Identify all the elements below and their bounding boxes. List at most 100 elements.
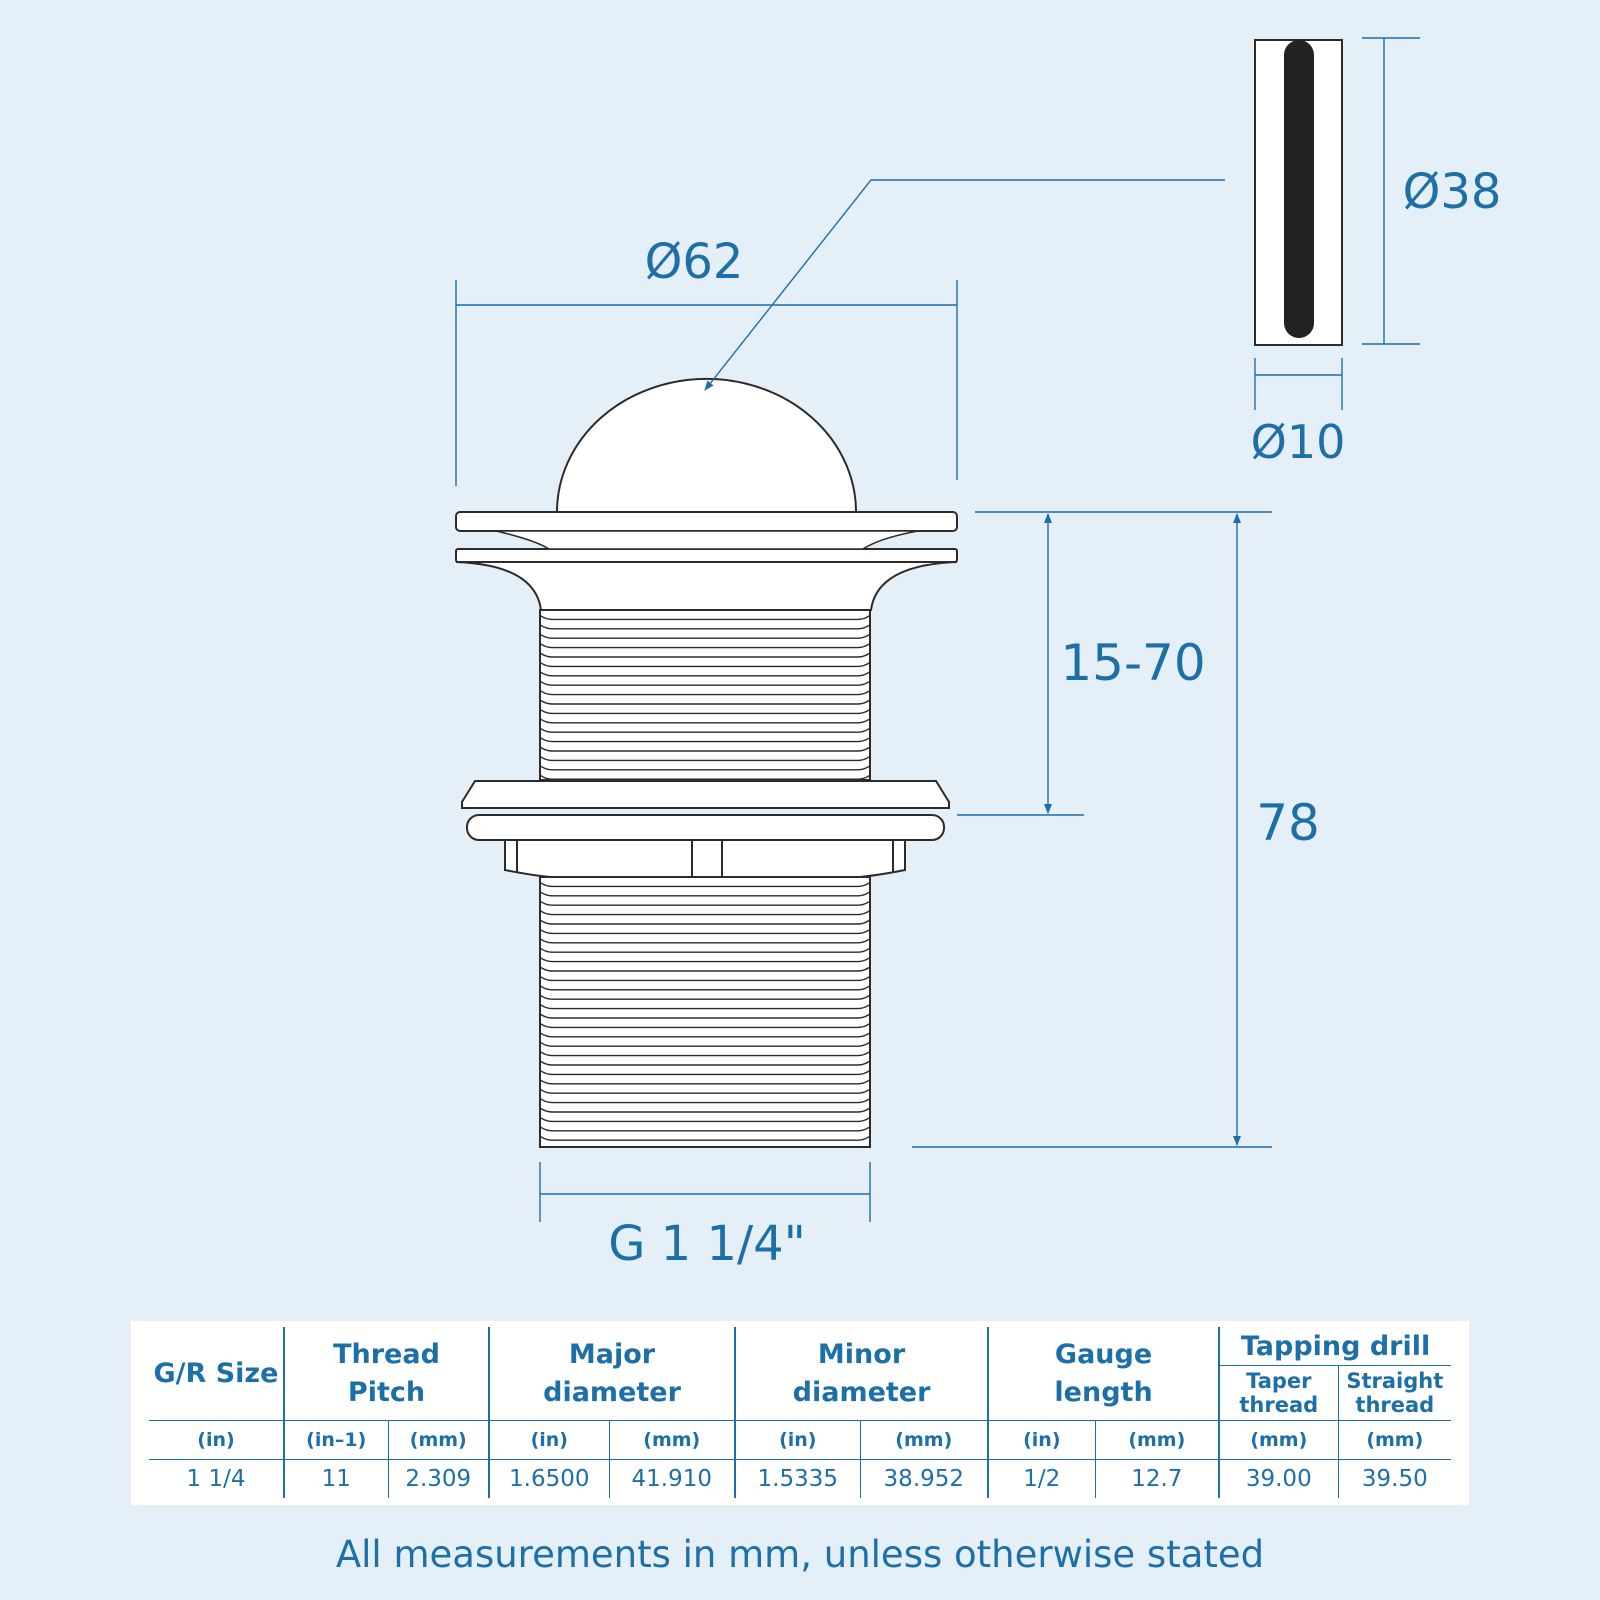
thread-ridge	[539, 661, 871, 668]
value-cell: 11	[284, 1459, 389, 1498]
header-tapping-drill: Tapping drill	[1219, 1327, 1452, 1366]
unit-cell: (mm)	[1219, 1420, 1339, 1460]
thread-ridge	[539, 690, 871, 696]
thread-ridge	[539, 975, 871, 982]
thread-ridge	[539, 1088, 871, 1094]
flange-neck	[495, 530, 919, 550]
thread-ridge	[539, 1060, 871, 1066]
thread-ridge	[539, 994, 871, 1000]
rubber-seal	[1284, 40, 1314, 338]
value-cell: 39.00	[1219, 1459, 1339, 1498]
thread-ridge	[539, 680, 871, 686]
thread-ridge	[539, 643, 871, 649]
value-cell: 2.309	[388, 1459, 491, 1498]
thread-ridge	[539, 708, 871, 715]
thread-ridge	[539, 1022, 871, 1029]
unit-cell: (mm)	[1338, 1420, 1452, 1460]
thread-ridge	[539, 891, 871, 897]
thread-ridge	[539, 774, 871, 780]
flange-lower-plate	[455, 548, 958, 563]
thread-ridge	[539, 919, 871, 925]
unit-cell: (mm)	[1095, 1420, 1221, 1460]
value-cell: 1/2	[988, 1459, 1096, 1498]
dim-overall-height: 78	[1256, 794, 1320, 852]
thread-ridge	[539, 699, 871, 705]
thread-ridge	[539, 947, 871, 953]
thread-ridge	[539, 1116, 871, 1123]
lower-thread-lines	[539, 881, 871, 1141]
dim-worktop-range: 15-70	[1060, 634, 1205, 692]
value-cell: 38.952	[860, 1459, 990, 1498]
unit-cell: (mm)	[609, 1420, 737, 1460]
units-row: (in) (in–1) (mm) (in) (mm) (in) (mm) (in…	[149, 1420, 1452, 1460]
dimension-lines	[455, 37, 1420, 1222]
plug-seal-side-view	[1254, 39, 1343, 346]
thread-ridge	[539, 1069, 871, 1076]
thread-ridge	[539, 633, 871, 639]
flange-top-plate	[455, 511, 958, 532]
unit-cell: (in)	[149, 1420, 285, 1460]
thread-ridge	[539, 1032, 871, 1038]
value-cell: 39.50	[1338, 1459, 1452, 1498]
unit-cell: (in)	[735, 1420, 861, 1460]
thread-ridge	[539, 624, 871, 630]
thread-ridge	[539, 900, 871, 906]
thread-ridge	[539, 671, 871, 677]
unit-cell: (in–1)	[284, 1420, 389, 1460]
value-cell: 1.6500	[489, 1459, 610, 1498]
dim-plug-diameter: Ø38	[1403, 164, 1502, 220]
thread-ridge	[539, 928, 871, 935]
dim-plug-thickness: Ø10	[1251, 415, 1346, 469]
value-cell: 1.5335	[735, 1459, 861, 1498]
dim-flange-diameter: Ø62	[645, 234, 744, 290]
thread-ridge	[539, 1004, 871, 1010]
thread-ridge	[539, 910, 871, 916]
thread-ridge	[539, 1041, 871, 1047]
back-nut-washer	[461, 780, 950, 809]
thread-ridge	[539, 881, 871, 888]
thread-ridge	[539, 746, 871, 752]
unit-cell: (in)	[489, 1420, 610, 1460]
thread-ridge	[539, 966, 871, 972]
back-nut-ring	[466, 814, 945, 841]
thread-ridge	[539, 1107, 871, 1113]
unit-cell: (mm)	[388, 1420, 491, 1460]
thread-ridge	[539, 1079, 871, 1085]
thread-ridge	[539, 727, 871, 733]
thread-ridge	[539, 765, 871, 771]
thread-ridge	[539, 1098, 871, 1104]
thread-ridge	[539, 1135, 871, 1141]
thread-ridge	[539, 755, 871, 762]
waste-body	[455, 377, 958, 1148]
thread-ridge	[539, 718, 871, 724]
header-gr-size: G/R Size	[149, 1327, 285, 1421]
dim-thread-size: G 1 1/4"	[608, 1216, 806, 1272]
unit-cell: (in)	[988, 1420, 1096, 1460]
upper-thread-lines	[539, 614, 871, 780]
thread-ridge	[539, 737, 871, 743]
measurement-footnote: All measurements in mm, unless otherwise…	[335, 1533, 1265, 1576]
values-row: 1 1/4 11 2.309 1.6500 41.910 1.5335 38.9…	[149, 1459, 1452, 1498]
unit-cell: (mm)	[860, 1420, 990, 1460]
lower-thread	[539, 876, 871, 1148]
thread-ridge	[539, 957, 871, 963]
thread-ridge	[539, 1051, 871, 1057]
value-cell: 12.7	[1095, 1459, 1221, 1498]
value-cell: 41.910	[609, 1459, 737, 1498]
thread-ridge	[539, 652, 871, 658]
locking-nut	[504, 839, 906, 878]
thread-ridge	[539, 938, 871, 944]
thread-ridge	[539, 614, 871, 621]
thread-ridge	[539, 1126, 871, 1132]
thread-ridge	[539, 1013, 871, 1019]
thread-ridge	[539, 985, 871, 991]
